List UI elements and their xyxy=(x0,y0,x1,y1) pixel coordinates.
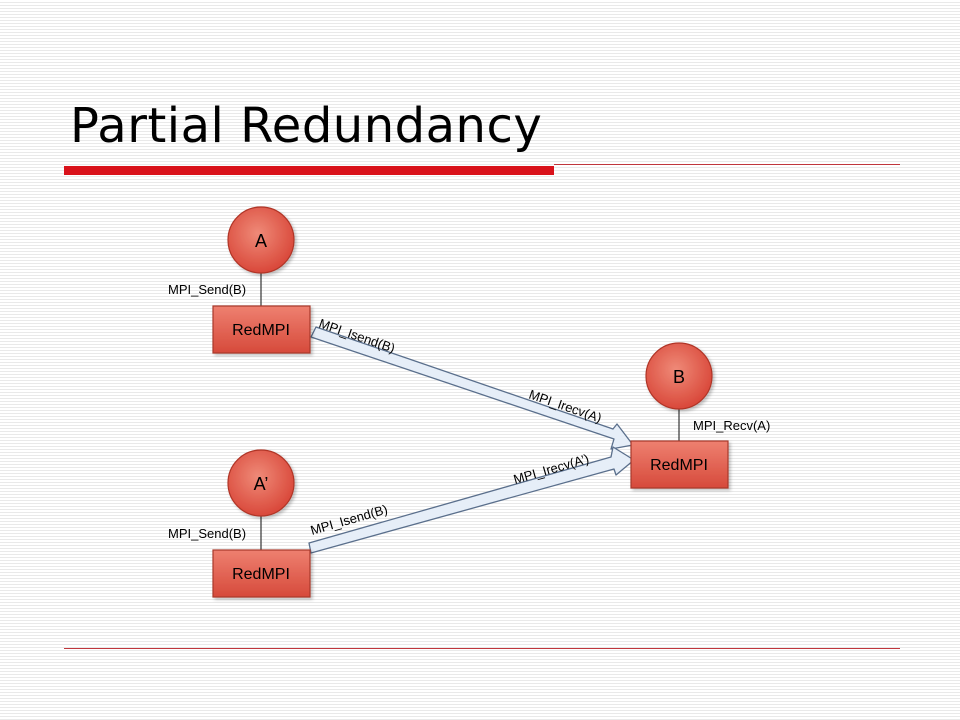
node-a-prime-label: A’ xyxy=(254,474,269,494)
redmpi-box-a: RedMPI xyxy=(212,305,311,354)
slide-title: Partial Redundancy xyxy=(70,98,543,154)
arrow-a-prime-to-b xyxy=(308,446,635,554)
node-b: B xyxy=(645,342,713,410)
node-a: A xyxy=(227,206,295,274)
redmpi-box-b: RedMPI xyxy=(630,440,729,489)
footer-rule xyxy=(64,648,900,649)
node-a-label: A xyxy=(255,231,267,251)
redmpi-box-b-label: RedMPI xyxy=(650,457,708,474)
redmpi-box-a-prime: RedMPI xyxy=(212,549,311,598)
label-a-send: MPI_Send(B) xyxy=(168,282,246,297)
node-a-prime: A’ xyxy=(227,449,295,517)
redmpi-box-a-label: RedMPI xyxy=(232,322,290,339)
redmpi-box-a-prime-label: RedMPI xyxy=(232,566,290,583)
title-underline xyxy=(64,166,554,175)
arrow-a-to-b xyxy=(310,326,634,450)
label-b-recv: MPI_Recv(A) xyxy=(693,418,770,433)
node-b-label: B xyxy=(673,367,685,387)
label-a-prime-send: MPI_Send(B) xyxy=(168,526,246,541)
title-rule xyxy=(554,164,900,165)
